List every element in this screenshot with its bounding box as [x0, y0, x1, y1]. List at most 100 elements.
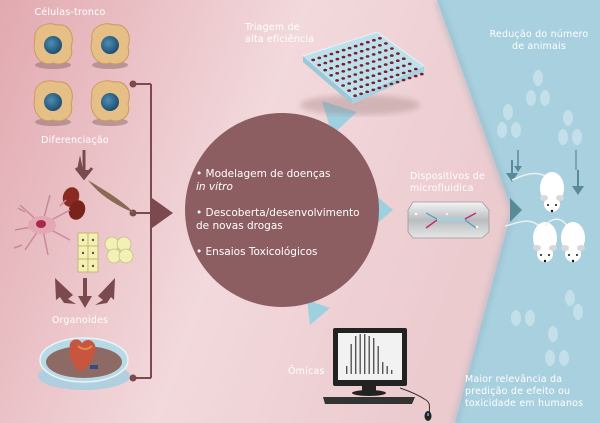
omics-bar — [382, 362, 384, 374]
well — [365, 76, 370, 79]
petri-dish-heart-organoid-icon — [38, 337, 130, 390]
well — [335, 72, 340, 75]
well — [341, 70, 346, 73]
well — [371, 74, 376, 77]
well — [347, 82, 352, 85]
well — [359, 42, 364, 46]
well — [359, 64, 364, 67]
well — [347, 61, 352, 64]
well — [377, 79, 382, 83]
well — [353, 59, 358, 62]
animal-reduction-label-line: Redução do número — [489, 29, 589, 40]
relevance-label-line: Maior relevância da — [465, 374, 563, 385]
faded-mouse — [572, 129, 582, 145]
microfluidics-label-line: Dispositivos de — [410, 171, 485, 182]
well — [323, 61, 328, 65]
well — [371, 88, 376, 92]
well — [353, 51, 358, 55]
well — [359, 78, 364, 81]
well — [317, 63, 322, 67]
omics-bar — [386, 366, 388, 374]
faded-mouse — [497, 122, 507, 138]
well — [378, 37, 382, 40]
well — [384, 42, 388, 45]
well — [389, 82, 394, 86]
well — [359, 71, 364, 74]
hts-label-line: Triagem de — [245, 22, 300, 33]
well — [389, 68, 394, 72]
well — [390, 47, 394, 50]
relevance-label-line: toxicidade em humanos — [465, 398, 584, 409]
well — [365, 90, 370, 94]
faded-mouse — [548, 326, 558, 342]
well — [335, 50, 340, 54]
well — [383, 77, 388, 81]
microfluidics-label-line: microfluidica — [410, 183, 474, 194]
well — [419, 72, 424, 76]
application-item-italic: in vitro — [196, 181, 233, 193]
faded-mouse — [533, 70, 543, 86]
well — [395, 66, 400, 70]
application-item: • Modelagem de doenças in vitro — [196, 168, 371, 194]
well — [329, 52, 334, 56]
bracket-connector — [129, 80, 152, 382]
well — [389, 54, 394, 57]
well — [329, 66, 334, 70]
well — [335, 64, 340, 68]
animal-reduction-label: Redução do número de animais — [480, 29, 598, 53]
well — [365, 40, 370, 44]
well — [395, 59, 400, 62]
hts-label: Triagem de alta eficiência — [245, 22, 314, 46]
well — [401, 57, 406, 60]
relevance-label: Maior relevância da predição de efeito o… — [465, 374, 583, 410]
well — [359, 49, 364, 53]
well — [407, 62, 412, 66]
well — [341, 62, 346, 66]
well — [377, 72, 382, 75]
well — [372, 38, 376, 42]
faded-mouse — [511, 122, 521, 138]
faded-mouse — [565, 290, 575, 306]
relevance-label-line: predição de efeito ou — [465, 386, 571, 397]
well — [371, 81, 376, 85]
well — [341, 77, 346, 80]
application-item-text: • Descoberta/desenvolvimento — [196, 207, 360, 219]
well — [377, 65, 382, 68]
well — [371, 67, 376, 70]
well — [377, 86, 382, 90]
application-item: • Ensaios Toxicológicos — [196, 246, 371, 259]
well — [383, 84, 388, 88]
well — [323, 54, 328, 58]
differentiation-label: Diferenciação — [41, 135, 109, 146]
omics-bar — [346, 366, 348, 374]
well — [371, 60, 376, 63]
mouse-icon — [504, 172, 585, 263]
faded-mouse — [573, 304, 583, 320]
bracket-arrow-icon — [152, 198, 173, 228]
applications-list: • Modelagem de doenças in vitro • Descob… — [196, 168, 371, 272]
well — [347, 75, 352, 78]
omics-bar — [364, 334, 366, 374]
omics-bar — [359, 334, 361, 374]
well — [383, 49, 388, 52]
omics-bar — [373, 338, 375, 374]
well — [383, 70, 388, 73]
well — [389, 61, 394, 64]
well — [365, 48, 370, 51]
differentiated-cells-icon — [13, 180, 134, 273]
faded-mouse — [511, 310, 521, 326]
well-plate-icon — [300, 31, 425, 115]
well — [347, 68, 352, 71]
well — [347, 89, 351, 92]
faded-mouse — [563, 110, 573, 126]
faded-mouse — [526, 90, 536, 106]
well — [383, 63, 388, 66]
faded-mouse — [525, 310, 535, 326]
organoids-label: Organoides — [51, 315, 109, 326]
well — [347, 53, 352, 57]
well — [413, 67, 418, 71]
well — [353, 80, 358, 83]
chevron-arrow-icon — [510, 198, 522, 222]
